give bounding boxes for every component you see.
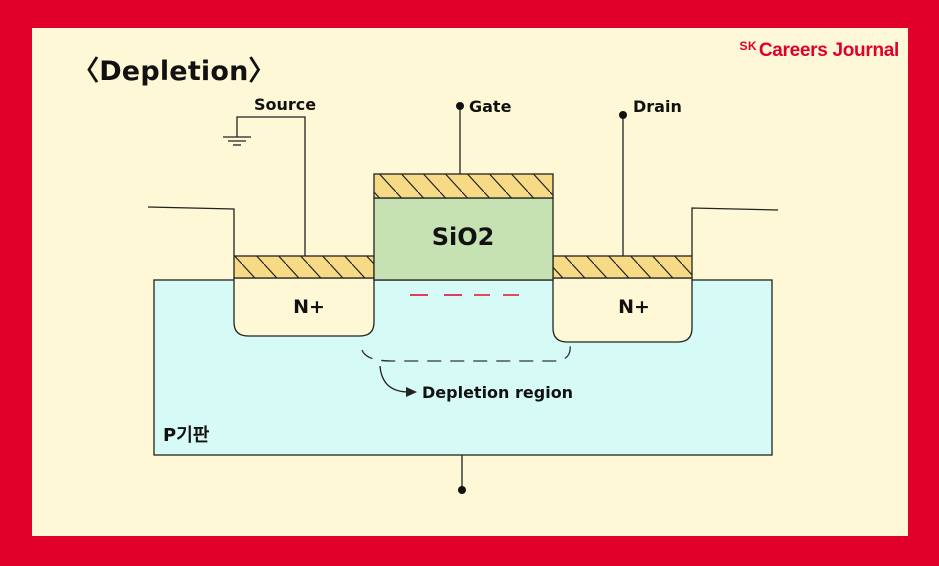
depletion-boundary: [361, 344, 571, 362]
brand-name: Careers Journal: [758, 40, 899, 61]
surface-line-left: [147, 206, 235, 256]
sio2-oxide: [373, 197, 554, 281]
source-contact-hatch: [234, 256, 374, 278]
gate-metal-hatch: [374, 174, 553, 198]
surface-line-right: [691, 207, 779, 256]
gate-terminal-dot: [456, 102, 464, 110]
drain-terminal-dot: [619, 111, 627, 119]
body-terminal-dot: [458, 486, 466, 494]
depletion-region-label: Depletion region: [422, 383, 573, 402]
n-plus-left-label: N+: [293, 296, 325, 318]
brand-prefix: SK: [739, 39, 757, 53]
p-substrate-label: P기판: [163, 425, 210, 446]
gate-label: Gate: [469, 97, 512, 116]
source-wire: [236, 116, 306, 256]
arrow-head-icon: [406, 387, 417, 397]
diagram-title: 〈Depletion〉: [72, 56, 276, 87]
drain-label: Drain: [633, 97, 682, 116]
depletion-arrow: [379, 365, 408, 393]
n-plus-right-label: N+: [618, 296, 650, 318]
ground-icon: [223, 136, 251, 146]
source-label: Source: [254, 95, 316, 114]
sio2-label: SiO2: [432, 223, 495, 251]
drain-contact-hatch: [553, 256, 692, 278]
n-plus-left-region: [233, 277, 375, 337]
n-plus-right-region: [552, 277, 693, 343]
